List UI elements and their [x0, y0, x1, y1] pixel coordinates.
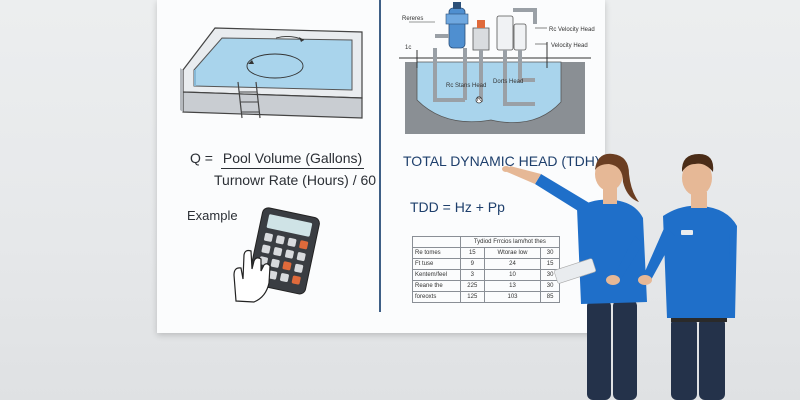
table-row: Ft tuse 9 24 15 — [412, 258, 560, 270]
presenter-man — [638, 154, 737, 400]
table-cell: 225 — [459, 280, 485, 292]
diagram-label-velocity-head-2: Velocity Head — [551, 43, 588, 49]
table-header-cell — [412, 236, 461, 248]
diagram-label-side-marker: 1c — [405, 45, 412, 51]
table-cell: 103 — [483, 291, 542, 303]
calculator-icon — [233, 207, 320, 303]
table-cell: 3 — [459, 269, 485, 281]
friction-loss-table: Tydiod Frrcios lam/hot thes Re tomes 15 … — [412, 236, 561, 303]
table-cell: Ft tuse — [412, 258, 461, 270]
formula-denominator: Turnowr Rate (Hours) / 60 — [214, 172, 377, 188]
diagram-label-velocity-head-1: Rc Velocity Head — [549, 27, 595, 33]
board-divider — [379, 0, 381, 312]
table-cell: Reane the — [412, 280, 461, 292]
table-cell: 125 — [459, 291, 485, 303]
table-cell: Re tomes — [412, 247, 461, 259]
presenters — [502, 153, 737, 400]
table-cell: Kentem/feel — [412, 269, 461, 281]
formula-numerator: Pool Volume (Gallons) — [220, 150, 365, 169]
diagram-label-stans-head: Rc Stans Head — [446, 83, 487, 89]
tdh-equation: TDD = Hz + Pp — [410, 199, 505, 215]
hand-icon — [233, 249, 271, 303]
table-cell: 85 — [540, 291, 560, 303]
tdh-title: TOTAL DYNAMIC HEAD (TDH) — [403, 153, 600, 169]
diagram-label-top-left: Rereres — [402, 16, 424, 22]
table-cell: 9 — [459, 258, 485, 270]
table-cell: foreoxts — [412, 291, 461, 303]
tdh-plumbing-diagram — [399, 2, 591, 134]
presenter-woman — [502, 153, 647, 400]
formula-q-label: Q = — [190, 150, 213, 166]
diagram-label-dorts-head: Dorts Head — [493, 79, 524, 85]
example-label: Example — [187, 208, 238, 223]
pool-illustration — [180, 27, 363, 119]
table-row: foreoxts 125 103 85 — [412, 291, 560, 303]
table-cell: 15 — [459, 247, 485, 259]
flow-formula: Q = Pool Volume (Gallons) Turnowr Rate (… — [190, 150, 376, 188]
diagram-label-r: R — [477, 97, 482, 103]
